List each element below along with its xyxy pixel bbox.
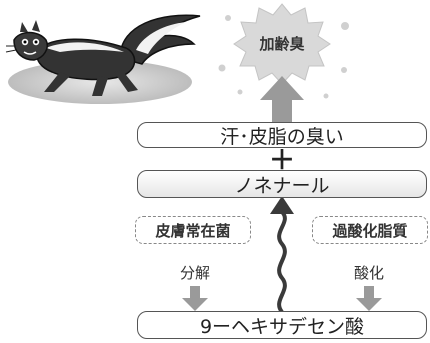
lipid-peroxide-label: 過酸化脂質 xyxy=(332,221,408,240)
left-down-arrow xyxy=(182,286,208,311)
wavy-arrow xyxy=(270,196,294,314)
hexadecenoic-acid-box: 9ーヘキサデセン酸 xyxy=(137,311,427,339)
sweat-sebum-box: 汗･皮脂の臭い xyxy=(137,122,427,148)
skunk-illustration xyxy=(5,14,201,104)
upward-arrow-to-odor xyxy=(260,76,304,122)
skin-bacteria-box: 皮膚常在菌 xyxy=(135,216,251,244)
oxidize-label: 酸化 xyxy=(353,264,384,282)
aging-odor-label: 加齢臭 xyxy=(259,35,305,53)
odor-burst-shape xyxy=(218,3,349,99)
hexadecenoic-acid-label: 9ーヘキサデセン酸 xyxy=(199,315,365,338)
skin-bacteria-label: 皮膚常在菌 xyxy=(155,221,231,240)
sweat-sebum-label: 汗･皮脂の臭い xyxy=(220,125,344,148)
decompose-label: 分解 xyxy=(179,264,210,282)
nonenal-label: ノネナール xyxy=(234,174,330,197)
plus-sign: ＋ xyxy=(268,145,295,176)
lipid-peroxide-box: 過酸化脂質 xyxy=(312,216,428,244)
nonenal-box: ノネナール xyxy=(137,170,427,198)
right-down-arrow xyxy=(356,286,382,311)
